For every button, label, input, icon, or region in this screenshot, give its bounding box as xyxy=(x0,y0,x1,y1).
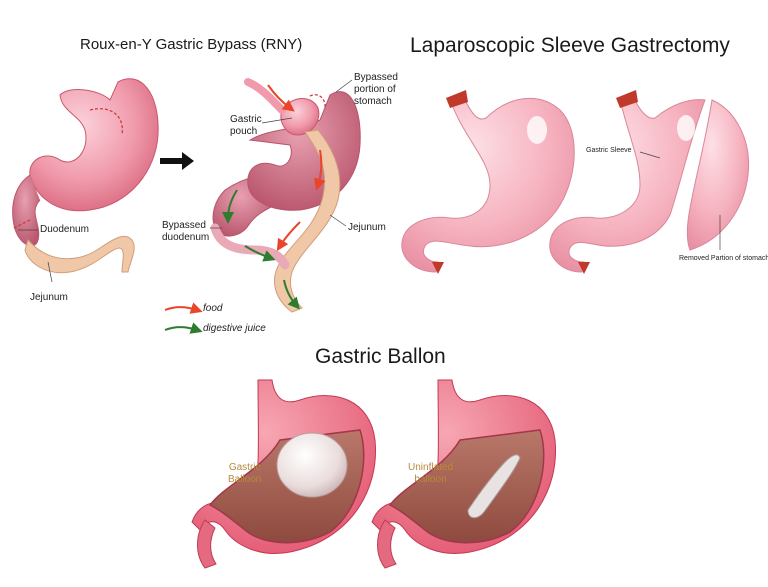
label-bypassed-duodenum: Bypassed duodenum xyxy=(162,220,210,243)
balloon-right-stomach xyxy=(371,379,557,569)
legend-juice-label: digestive juice xyxy=(203,323,266,334)
rny-normal-stomach xyxy=(12,78,159,274)
label-jejunum-right: Jejunum xyxy=(348,222,386,233)
label-duodenum: Duodenum xyxy=(40,224,89,235)
legend-food-label: food xyxy=(203,303,223,314)
balloon-left-stomach xyxy=(191,379,377,569)
label-uninflated-balloon: Uninflated balloon xyxy=(408,462,454,485)
rny-bypass-stomach xyxy=(210,78,361,313)
label-jejunum-left: Jejunum xyxy=(30,292,68,303)
label-bypassed-portion: Bypassed portion of stomach xyxy=(354,72,398,107)
balloon-title: Gastric Ballon xyxy=(315,345,446,368)
label-removed-portion: Removed Partion of stomach xyxy=(679,255,768,262)
lsg-title: Laparoscopic Sleeve Gastrectomy xyxy=(410,34,730,57)
transition-arrow xyxy=(160,152,194,170)
lsg-sleeve-stomach xyxy=(549,90,750,274)
label-gastric-balloon: Gastric Balloon xyxy=(228,462,262,485)
rny-leader-lines xyxy=(18,79,353,283)
lsg-normal-stomach xyxy=(401,90,575,274)
rny-title: Roux-en-Y Gastric Bypass (RNY) xyxy=(80,36,303,53)
legend-juice-arrow xyxy=(164,322,203,334)
lsg-leader-lines xyxy=(639,151,721,250)
label-gastric-pouch: Gastric pouch xyxy=(230,114,262,137)
label-gastric-sleeve: Gastric Sleeve xyxy=(586,147,632,154)
legend-food-arrow xyxy=(164,302,203,314)
